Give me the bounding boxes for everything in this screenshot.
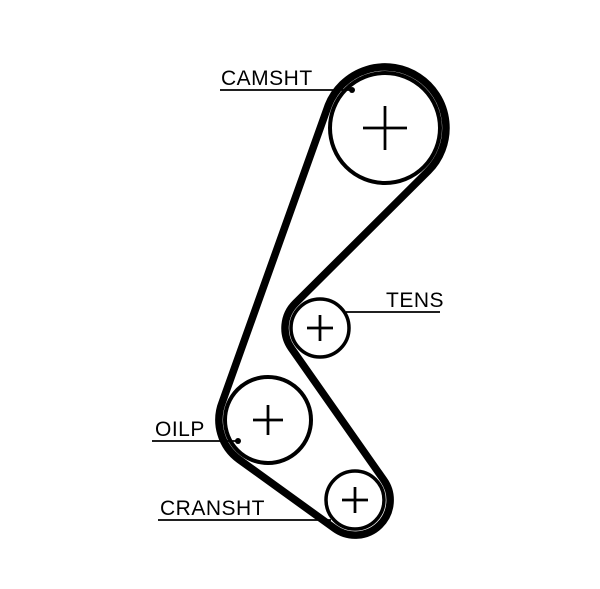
oil-pump-callout: OILP (152, 418, 241, 444)
oil-pump-pulley (223, 375, 313, 465)
camshaft-label: CAMSHT (221, 67, 313, 90)
crankshaft-label: CRANSHT (160, 497, 265, 520)
camshaft-leader-dot (349, 87, 355, 93)
tensioner-pulley (289, 297, 351, 359)
camshaft-pulley (328, 71, 442, 185)
tensioner-callout: TENS (346, 289, 444, 313)
oil-pump-leader-dot (235, 438, 241, 444)
crankshaft-pulley (324, 469, 386, 531)
camshaft-callout: CAMSHT (220, 67, 355, 93)
timing-belt-path (215, 63, 450, 539)
tensioner-label: TENS (386, 289, 444, 312)
crankshaft-callout: CRANSHT (158, 497, 331, 521)
oil-pump-label: OILP (155, 418, 205, 441)
